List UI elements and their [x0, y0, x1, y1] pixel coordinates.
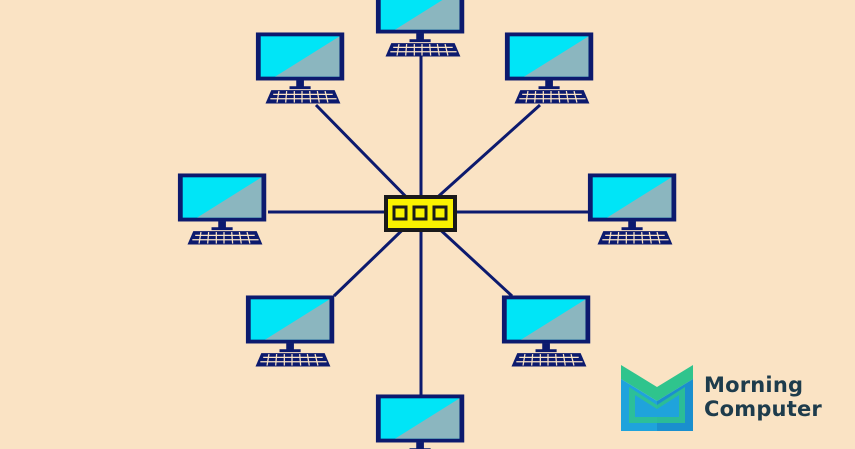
computer-bottom: [375, 393, 465, 449]
computer-left: [177, 172, 267, 246]
brand-name-line1: Morning: [704, 373, 804, 397]
hub-port-1: [392, 205, 408, 221]
morning-computer-logo-icon: [621, 365, 693, 431]
hub-port-2: [412, 205, 428, 221]
cable-top-left: [314, 103, 423, 214]
computer-bottom-left: [245, 294, 335, 368]
computer-bottom-right: [501, 294, 591, 368]
computer-top-right: [504, 31, 594, 105]
brand-name-line2: Computer: [704, 397, 822, 421]
hub-port-3: [432, 205, 448, 221]
computer-right: [587, 172, 677, 246]
cable-top-right: [419, 103, 542, 214]
brand-watermark: Morning Computer: [621, 363, 851, 433]
network-hub-icon: [384, 195, 457, 232]
computer-top: [375, 0, 465, 58]
computer-top-left: [255, 31, 345, 105]
